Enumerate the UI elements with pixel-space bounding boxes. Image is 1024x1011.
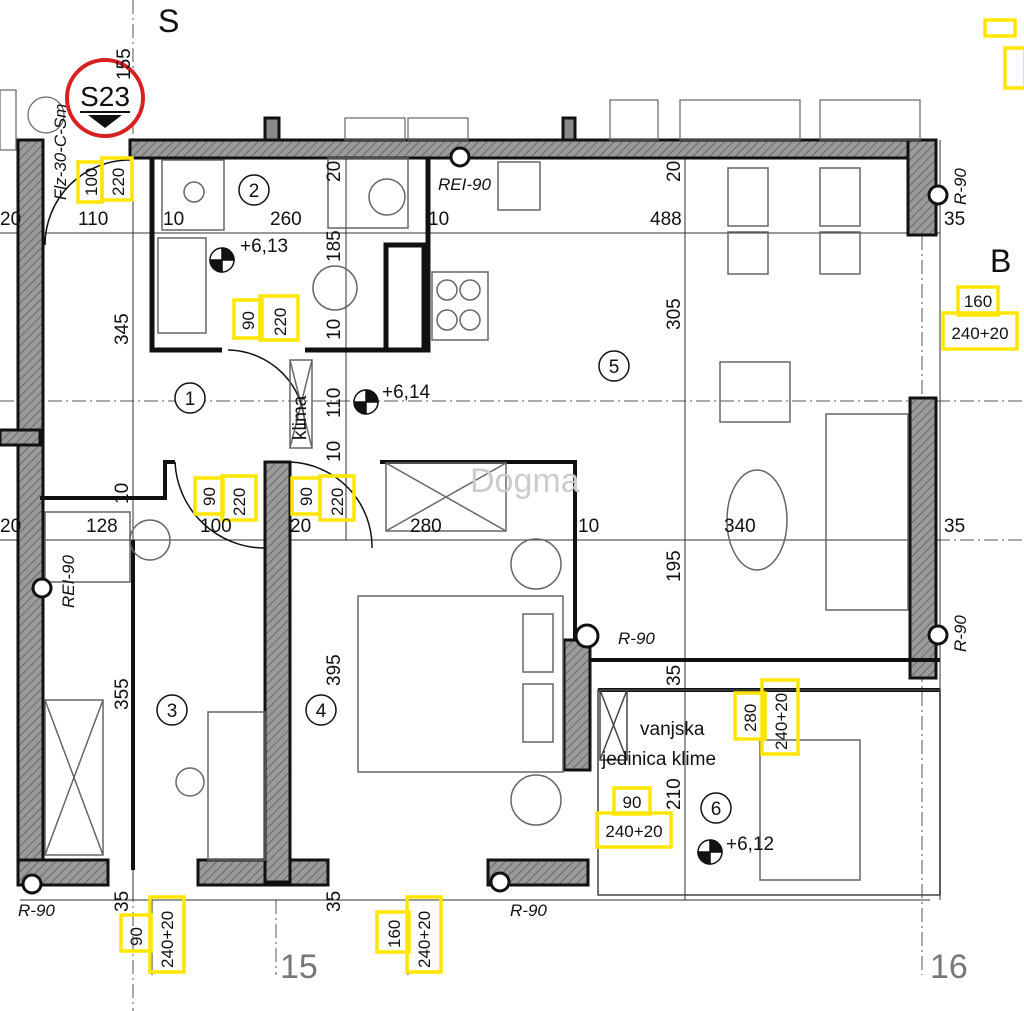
section-label: S23 [80, 81, 130, 112]
opening-8-h: 240+20 [158, 911, 177, 968]
round-symbols [21, 146, 949, 895]
rei-left: REI-90 [59, 555, 78, 608]
room-3-number: 3 [167, 701, 178, 722]
room-5-number: 5 [609, 357, 620, 378]
grid-col-15: 15 [280, 948, 318, 986]
dim-100: 100 [200, 516, 232, 537]
r-right-bottom: R-90 [951, 615, 970, 652]
dim-20d: 20 [0, 516, 21, 537]
dim-280: 280 [410, 516, 442, 537]
opening-7-w: 90 [623, 793, 642, 812]
dim-20a: 20 [0, 209, 21, 230]
opening-3-h: 220 [230, 488, 249, 516]
level-markers [209, 247, 723, 865]
opening-4-h: 220 [328, 488, 347, 516]
opening-tags [76, 18, 1024, 974]
dim-35b: 35 [944, 516, 965, 537]
dim-10a: 10 [163, 209, 184, 230]
dim-10e: 10 [112, 483, 133, 504]
furniture [44, 157, 909, 881]
dim-20c: 20 [664, 161, 685, 182]
opening-5-h: 240+20 [951, 324, 1008, 343]
opening-2-w: 90 [239, 311, 258, 330]
r-bottom-mid: R-90 [510, 901, 547, 920]
dim-20e: 20 [290, 516, 311, 537]
rei-top: REI-90 [438, 175, 491, 194]
opening-9-h: 240+20 [415, 911, 434, 968]
dim-10d: 10 [324, 441, 345, 462]
dim-35c: 35 [664, 665, 685, 686]
opening-8-w: 90 [127, 927, 146, 946]
opening-6-h: 240+20 [772, 693, 791, 750]
dim-10c: 10 [324, 319, 345, 340]
dim-195: 195 [664, 550, 685, 582]
partitions [40, 460, 940, 870]
watermark: Dogma [470, 462, 580, 500]
dim-128: 128 [86, 516, 118, 537]
room-2-number: 2 [249, 181, 260, 202]
klima-label: klima [290, 395, 311, 440]
section-ref: Flz-30-C-Sm [51, 104, 70, 200]
dim-210: 210 [664, 778, 685, 810]
grid-col-16: 16 [930, 948, 968, 986]
balcony [597, 689, 941, 896]
dim-488: 488 [650, 209, 682, 230]
dim-110b: 110 [324, 388, 345, 418]
dim-35d: 35 [112, 891, 133, 912]
dim-340: 340 [724, 516, 756, 537]
dim-10b: 10 [428, 209, 449, 230]
r-bottom-left: R-90 [18, 901, 55, 920]
r-mid: R-90 [618, 629, 655, 648]
dim-35e: 35 [324, 891, 345, 912]
room-circles [156, 174, 732, 824]
dim-155: 155 [114, 48, 135, 80]
section-marker [65, 58, 145, 138]
level-3: +6,12 [726, 834, 774, 855]
r-right-top: R-90 [951, 168, 970, 205]
level-2: +6,14 [382, 382, 431, 403]
dim-110: 110 [78, 209, 108, 230]
outdoor-unit-line2: jedinica klime [601, 749, 716, 770]
opening-6-w: 280 [741, 704, 760, 732]
top-fixtures [0, 89, 921, 151]
dim-185: 185 [324, 230, 345, 262]
dim-260: 260 [270, 209, 302, 230]
dim-345: 345 [112, 313, 133, 345]
opening-2-h: 220 [271, 308, 290, 336]
dim-355: 355 [112, 678, 133, 710]
opening-1-h: 220 [109, 168, 128, 196]
opening-5-w: 160 [964, 292, 992, 311]
level-1: +6,13 [240, 236, 288, 257]
dim-35a: 35 [944, 209, 965, 230]
opening-4-w: 90 [297, 487, 316, 506]
outdoor-unit-line1: vanjska [640, 719, 705, 740]
dim-10f: 10 [578, 516, 599, 537]
opening-1-w: 100 [82, 168, 101, 196]
opening-3-w: 90 [200, 487, 219, 506]
grid-top-letter: S [158, 3, 179, 39]
opening-7-h: 240+20 [605, 822, 662, 841]
room-6-number: 6 [711, 799, 722, 820]
room-4-number: 4 [316, 701, 327, 722]
bathroom-walls [149, 158, 431, 353]
grid-row-b: B [990, 243, 1011, 279]
room-1-number: 1 [185, 389, 196, 410]
dim-305: 305 [664, 298, 685, 330]
dim-395: 395 [324, 654, 345, 686]
opening-9-w: 160 [385, 920, 404, 948]
dim-20b: 20 [324, 161, 345, 182]
